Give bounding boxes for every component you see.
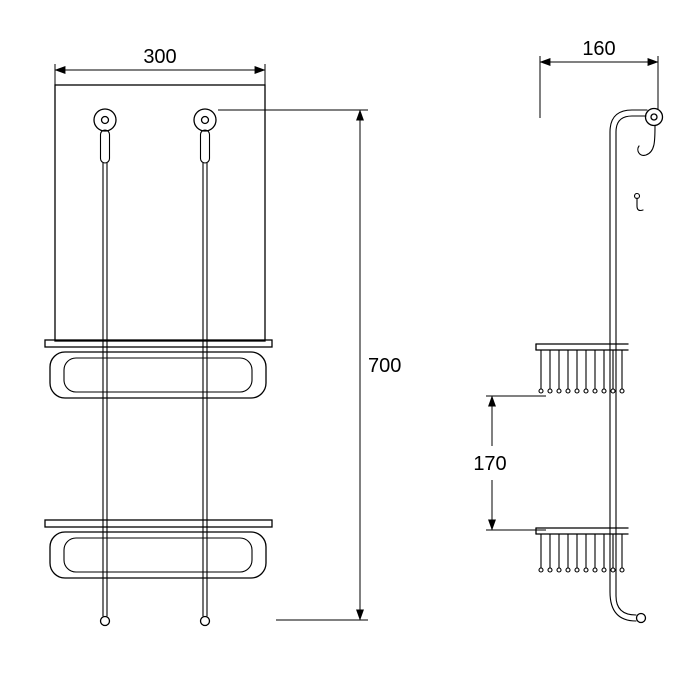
- side-view: 160: [473, 38, 664, 624]
- rail-top-curve: [609, 109, 648, 133]
- dimension-depth: 160: [539, 38, 659, 118]
- rail-end-ball: [199, 615, 211, 627]
- dimension-width: 300: [54, 46, 266, 86]
- dimension-depth-label: 160: [582, 38, 615, 60]
- upper-basket-front: [44, 339, 273, 399]
- dimension-spacing-label: 170: [473, 453, 506, 475]
- small-hook-side: [633, 192, 644, 212]
- hook-clasp: [199, 129, 211, 164]
- rail-end-ball: [99, 615, 111, 627]
- basket-inner-loop: [63, 537, 253, 573]
- dimension-height-label: 700: [368, 355, 401, 377]
- hook-pulley-outer: [93, 108, 117, 132]
- rail-end-ball: [635, 612, 647, 624]
- dimension-spacing: 170: [473, 395, 546, 531]
- hook-curl: [637, 125, 656, 156]
- hook-pulley-inner: [200, 115, 210, 125]
- hook-pulley-outer: [193, 108, 217, 132]
- mount-knob-inner: [650, 113, 658, 121]
- lower-basket-front: [44, 519, 273, 579]
- rail-left: [99, 162, 111, 627]
- hook-pulley-inner: [100, 115, 110, 125]
- hanging-hook-left: [93, 108, 117, 164]
- basket-rim: [44, 339, 273, 348]
- basket-rim: [44, 519, 273, 528]
- hanging-hook-right: [193, 108, 217, 164]
- back-panel: [54, 84, 266, 342]
- wall-mount-hook-side: [637, 107, 664, 156]
- rail-bottom-curve: [609, 591, 637, 622]
- basket-outer-loop: [49, 531, 267, 579]
- dimension-width-label: 300: [143, 46, 176, 68]
- rail-bottom-curve: [615, 595, 637, 616]
- small-hook-curl: [636, 197, 644, 212]
- mount-knob-outer: [644, 107, 664, 127]
- upper-basket-side: [535, 343, 629, 394]
- basket-tines: [538, 349, 625, 394]
- side-rail: [609, 109, 648, 624]
- lower-basket-side: [535, 527, 629, 573]
- dimension-height: 700: [218, 109, 401, 621]
- rail-right: [199, 162, 211, 627]
- basket-inner-loop: [63, 357, 253, 393]
- front-view: 300: [44, 46, 401, 627]
- hook-clasp: [99, 129, 111, 164]
- basket-tines: [538, 533, 625, 573]
- basket-outer-loop: [49, 351, 267, 399]
- rail-top-curve: [615, 115, 647, 133]
